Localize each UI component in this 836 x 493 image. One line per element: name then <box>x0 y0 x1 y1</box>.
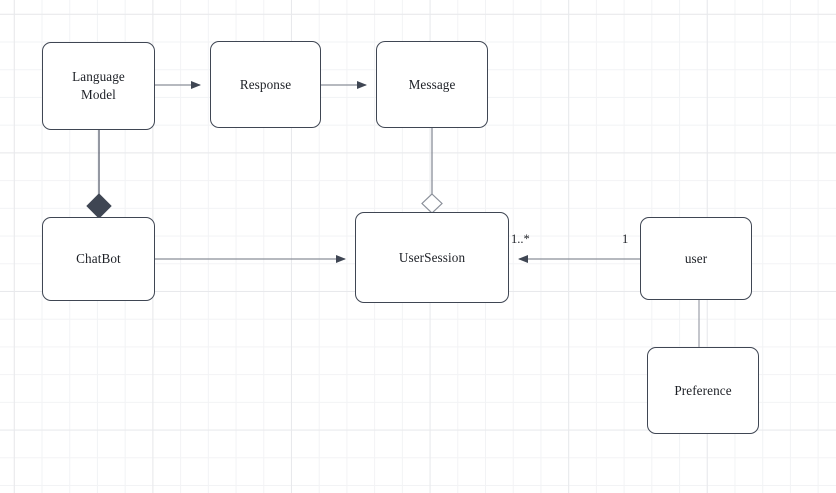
node-usersession-label: UserSession <box>398 249 466 265</box>
filled-diamond-marker <box>86 193 112 219</box>
node-label-line-2: Model <box>81 87 116 102</box>
multiplicity-label-target: 1..* <box>511 232 530 246</box>
node-label-line-1: Language <box>72 69 125 85</box>
node-usersession[interactable]: UserSession <box>355 212 509 303</box>
edge-message-to-usersession <box>421 128 443 214</box>
node-message[interactable]: Message <box>376 41 488 128</box>
node-language-model[interactable]: Language Model <box>42 42 155 130</box>
node-response[interactable]: Response <box>210 41 321 128</box>
hollow-diamond-marker <box>421 193 443 214</box>
node-message-label: Message <box>408 76 456 92</box>
node-user-label: user <box>684 250 708 266</box>
node-response-label: Response <box>239 76 292 92</box>
node-chatbot[interactable]: ChatBot <box>42 217 155 301</box>
node-preference-label: Preference <box>674 382 732 398</box>
node-preference[interactable]: Preference <box>647 347 759 434</box>
node-user[interactable]: user <box>640 217 752 300</box>
node-language-model-label: Language Model <box>72 68 125 104</box>
edge-language-model-to-chatbot <box>86 130 112 219</box>
multiplicity-label-source: 1 <box>622 232 629 246</box>
node-chatbot-label: ChatBot <box>76 251 121 267</box>
